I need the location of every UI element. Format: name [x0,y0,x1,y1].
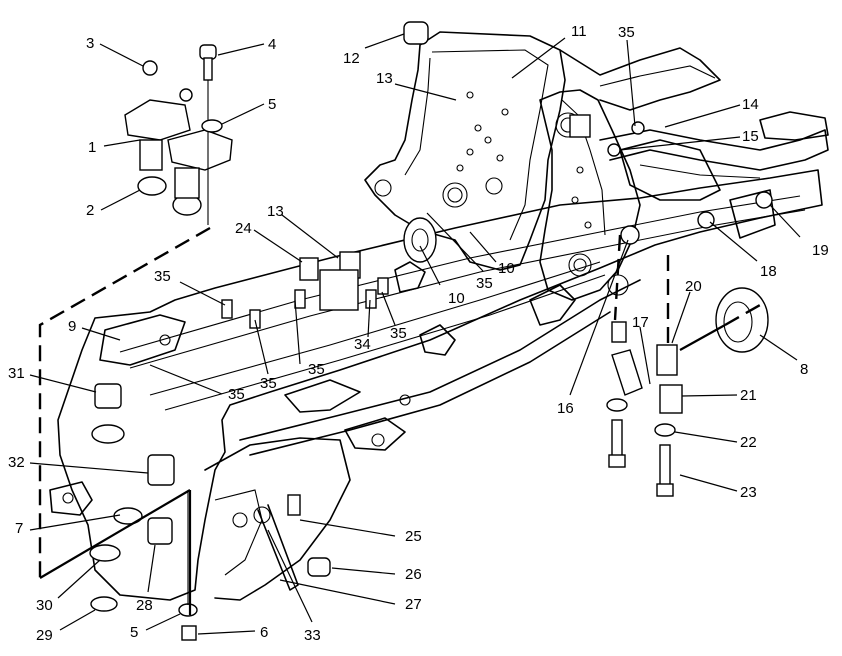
callout-label: 27 [405,596,422,613]
callout-label: 8 [800,361,808,378]
callout-label: 1 [88,139,96,156]
callout-label: 33 [304,627,321,644]
callout-label: 14 [742,96,759,113]
callout-label: 15 [742,128,759,145]
callout-label: 35 [390,325,407,342]
callout-label: 6 [260,624,268,641]
callout-label: 7 [15,520,23,537]
callout-label: 11 [571,23,587,40]
callout-label: 25 [405,528,422,545]
callout-label: 21 [740,387,757,404]
detail-parts [89,21,773,641]
callout-label: 35 [476,275,493,292]
callout-label: 16 [557,400,574,417]
callout-label: 35 [228,386,245,403]
callout-label: 10 [498,260,515,277]
assembly-lines [38,226,761,615]
callout-label: 35 [618,24,635,41]
callouts: 1 2 3 4 5 9 31 32 7 30 28 29 5 6 33 25 2… [8,23,829,644]
callout-label: 29 [36,627,53,644]
callout-label: 10 [448,290,465,307]
bolt-part [199,44,217,60]
callout-label: 17 [632,314,649,331]
callout-label: 31 [8,365,25,382]
callout-label: 4 [268,36,276,53]
callout-label: 18 [760,263,777,280]
callout-label: 9 [68,318,76,335]
callout-label: 2 [86,202,94,219]
seal-ring-part [715,287,769,353]
callout-label: 12 [343,50,360,67]
callout-label: 28 [136,597,153,614]
callout-label: 22 [740,434,757,451]
callout-label: 34 [354,336,371,353]
callout-label: 13 [267,203,284,220]
callout-label: 35 [260,375,277,392]
bushing-part [137,176,167,196]
bracket-part [124,99,191,141]
callout-label: 19 [812,242,829,259]
callout-label: 35 [154,268,171,285]
callout-label: 26 [405,566,422,583]
callout-label: 5 [268,96,276,113]
callout-label: 35 [308,361,325,378]
callout-label: 5 [130,624,138,641]
callout-label: 24 [235,220,252,237]
callout-label: 23 [740,484,757,501]
grease-fitting-part [142,60,158,76]
callout-label: 3 [86,35,94,52]
callout-label: 20 [685,278,702,295]
callout-label: 13 [376,70,393,87]
bushing-part [94,383,122,409]
callout-label: 32 [8,454,25,471]
callout-label: 30 [36,597,53,614]
